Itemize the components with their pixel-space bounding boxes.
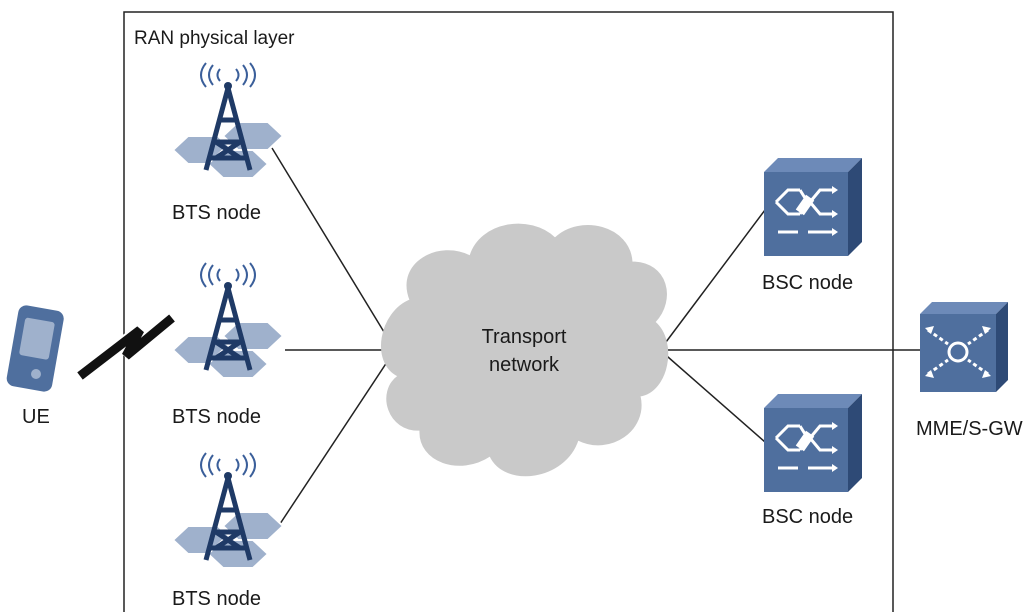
bts-node-2-label: BTS node [172, 406, 261, 428]
bts-node-2 [172, 262, 284, 379]
cloud-label-line2: network [488, 354, 560, 376]
connection-lines [271, 147, 920, 537]
cloud-icon [381, 223, 669, 477]
cloud-label-line1: Transport [481, 326, 567, 348]
ue-label: UE [22, 406, 50, 428]
ran-layer-frame [123, 11, 894, 612]
bts-node-1 [172, 62, 284, 179]
bts-node-3 [172, 452, 284, 569]
link-cloud-bsc1 [659, 209, 766, 351]
bts-node-1-label: BTS node [172, 202, 261, 224]
core-router-icon [918, 300, 1010, 394]
link-bts3-cloud [271, 349, 396, 537]
radio-link-icon [76, 312, 177, 382]
region-label: RAN physical layer [134, 28, 295, 49]
bsc-node-2-switch-icon [762, 392, 864, 494]
bts-node-3-label: BTS node [172, 588, 261, 610]
bsc-node-2-label: BSC node [762, 506, 854, 528]
bsc-node-1-label: BSC node [762, 272, 854, 294]
phone-icon [6, 305, 64, 392]
bsc-node-1-switch-icon [762, 156, 864, 258]
core-label: MME/S-GW [916, 418, 1023, 440]
link-bts1-cloud [271, 147, 396, 351]
link-cloud-bsc2 [659, 349, 766, 443]
